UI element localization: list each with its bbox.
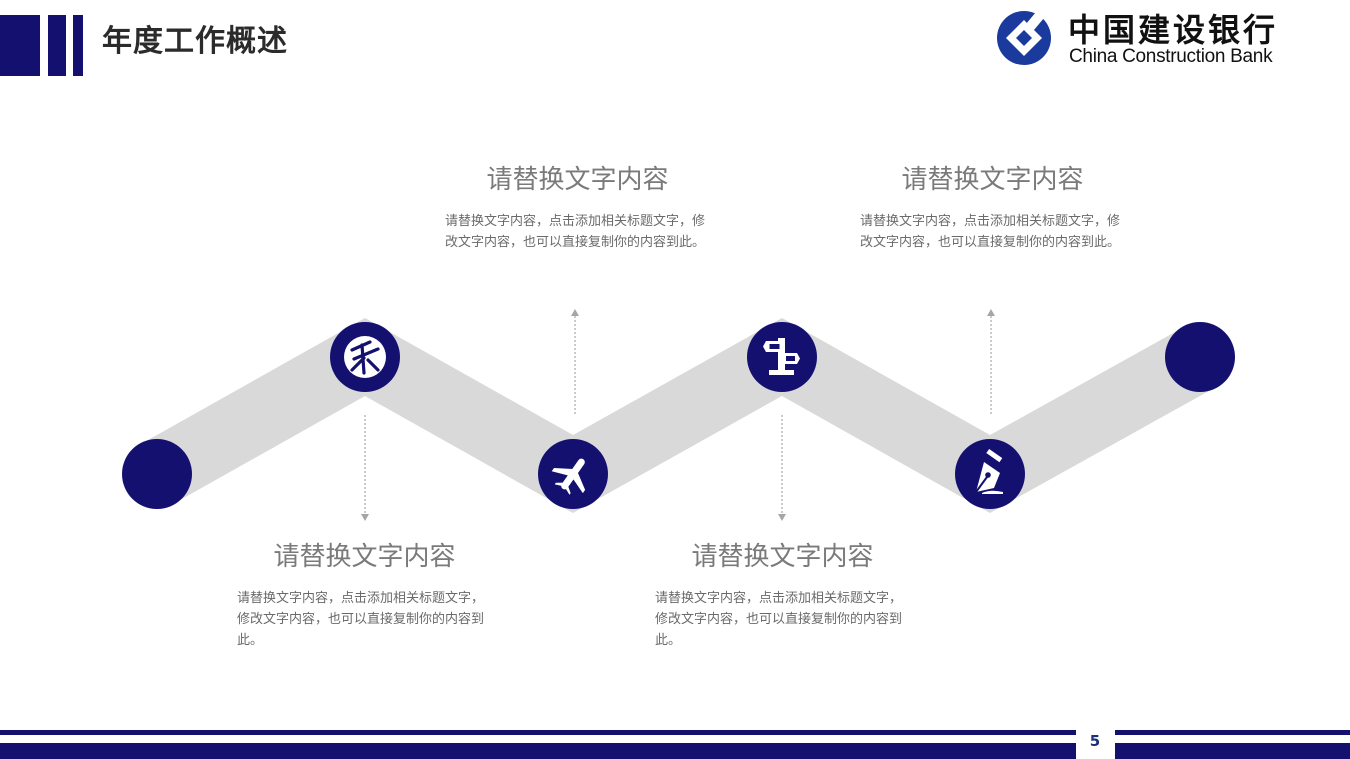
timeline-item-1: 请替换文字内容 请替换文字内容，点击添加相关标题文字，修改文字内容，也可以直接复… xyxy=(237,540,492,651)
timeline-node-3 xyxy=(747,322,817,392)
page-number: 5 xyxy=(1089,732,1101,750)
logo-name-cn: 中国建设银行 xyxy=(1068,11,1279,49)
item-title: 请替换文字内容 xyxy=(486,165,669,195)
footer-thick-bar-left xyxy=(0,743,1076,759)
item-body: 请替换文字内容，点击添加相关标题文字，修改文字内容，也可以直接复制你的内容到此。 xyxy=(445,214,706,250)
timeline-start-dot xyxy=(122,439,192,509)
page-title: 年度工作概述 xyxy=(102,24,288,59)
footer-thin-line-left xyxy=(0,730,1076,735)
arrowhead-down-3 xyxy=(778,514,786,521)
ledger-icon xyxy=(344,336,386,378)
timeline-node-2 xyxy=(538,439,608,509)
timeline-band xyxy=(140,317,1217,513)
footer-thick-bar-right xyxy=(1115,743,1350,759)
timeline-end-dot xyxy=(1165,322,1235,392)
ccb-logo-icon xyxy=(997,10,1051,65)
timeline-node-4 xyxy=(955,439,1025,509)
logo-name-en: China Construction Bank xyxy=(1069,46,1273,67)
header-bar-thin xyxy=(73,15,83,76)
item-body: 请替换文字内容，点击添加相关标题文字，修改文字内容，也可以直接复制你的内容到此。 xyxy=(860,214,1121,250)
item-title: 请替换文字内容 xyxy=(691,542,874,572)
item-title: 请替换文字内容 xyxy=(273,542,456,572)
bank-logo: 中国建设银行 China Construction Bank xyxy=(996,10,1341,70)
header-bar-mid xyxy=(48,15,66,76)
arrowhead-down-1 xyxy=(361,514,369,521)
timeline-item-3: 请替换文字内容 请替换文字内容，点击添加相关标题文字，修改文字内容，也可以直接复… xyxy=(655,540,910,651)
timeline-item-2: 请替换文字内容 请替换文字内容，点击添加相关标题文字，修改文字内容，也可以直接复… xyxy=(445,163,710,253)
arrowhead-up-2 xyxy=(571,309,579,316)
item-body: 请替换文字内容，点击添加相关标题文字，修改文字内容，也可以直接复制你的内容到此。 xyxy=(655,591,903,648)
fountain-pen-icon xyxy=(975,448,1003,494)
timeline-item-4: 请替换文字内容 请替换文字内容，点击添加相关标题文字，修改文字内容，也可以直接复… xyxy=(860,163,1125,253)
signpost-icon xyxy=(763,338,800,375)
header-bar-wide xyxy=(0,15,40,76)
footer-thin-line-right xyxy=(1115,730,1350,735)
item-body: 请替换文字内容，点击添加相关标题文字，修改文字内容，也可以直接复制你的内容到此。 xyxy=(237,591,485,648)
item-title: 请替换文字内容 xyxy=(901,165,1084,195)
arrowhead-up-4 xyxy=(987,309,995,316)
airplane-icon xyxy=(551,458,586,495)
timeline-node-1 xyxy=(330,322,400,392)
